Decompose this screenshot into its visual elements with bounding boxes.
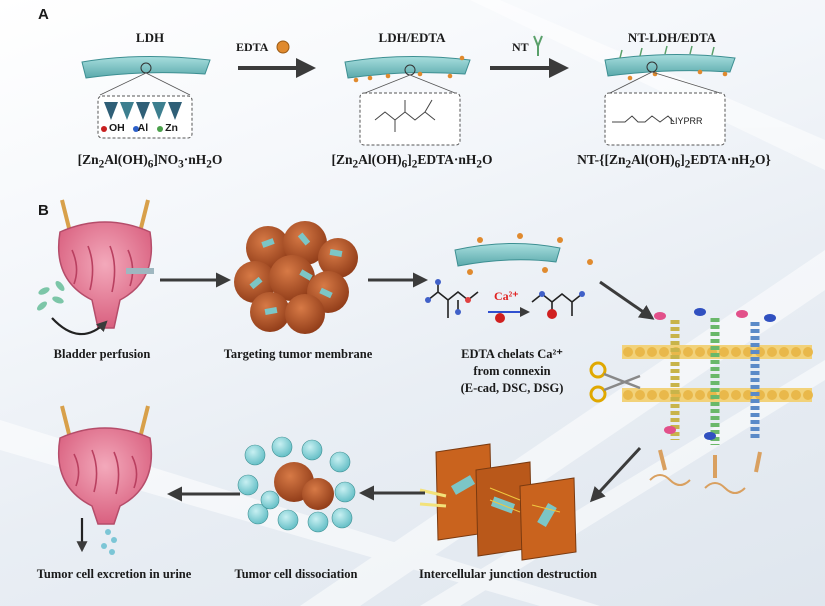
- legend-oh: OH: [109, 122, 125, 134]
- legend-zn: Zn: [165, 122, 178, 134]
- caption-junction-destruction: Intercellular junction destruction: [418, 567, 598, 581]
- caption-edta-chelates: EDTA chelats Ca²⁺ from connexin (E-cad, …: [460, 347, 564, 395]
- peptide-label: LIYPRR: [670, 116, 703, 126]
- panel-a-label: A: [38, 6, 49, 23]
- edta-structure-box: [359, 92, 461, 146]
- edta-molecule-icon: [276, 40, 290, 54]
- formula-ldh-edta: [Zn2Al(OH)6]2EDTA·nH2O: [331, 152, 493, 171]
- ldh-legend: OH Al Zn: [103, 122, 178, 134]
- edta-chelation-illustration: [425, 233, 593, 323]
- ca-ion-label: Ca²⁺: [494, 289, 519, 303]
- stage-ldh-title: LDH: [135, 30, 165, 45]
- tumor-cluster-illustration: [234, 221, 358, 334]
- tumor-dissociation-illustration: [237, 436, 356, 533]
- caption-targeting-tumor-membrane: Targeting tumor membrane: [223, 347, 373, 361]
- bladder-excretion-illustration: [57, 405, 153, 555]
- ldh-crystal-structure: [97, 95, 193, 139]
- arrow-b3: [599, 280, 655, 320]
- legend-al: Al: [137, 122, 149, 134]
- caption-tumor-dissociation: Tumor cell dissociation: [234, 567, 358, 581]
- formula-nt-ldh-edta: NT-{[Zn2Al(OH)6]2EDTA·nH2O}: [577, 152, 771, 171]
- cell-membrane-illustration: [589, 308, 813, 494]
- caption-bladder-perfusion: Bladder perfusion: [53, 347, 151, 361]
- stage-ldh-edta-title: LDH/EDTA: [378, 30, 446, 45]
- caption-tumor-excretion: Tumor cell excretion in urine: [36, 567, 192, 581]
- stage-nt-ldh-edta-title: NT-LDH/EDTA: [627, 30, 717, 45]
- junction-destruction-illustration: [419, 443, 577, 561]
- scissors-icon: [589, 361, 641, 403]
- nt-ldh-edta-sheet: [604, 45, 736, 146]
- ldh-sheet: [81, 55, 211, 96]
- formula-ldh: [Zn2Al(OH)6]NO3·nH2O: [77, 152, 223, 171]
- arrow-b4: [589, 446, 642, 503]
- ldh-edta-sheet: [344, 55, 471, 146]
- panel-b-label: B: [38, 202, 49, 219]
- bladder-perfusion-illustration: [37, 199, 154, 336]
- reagent-edta-label: EDTA: [236, 40, 269, 54]
- nt-peptide-icon: [533, 35, 543, 56]
- silane-linker-box: [604, 92, 726, 146]
- reagent-nt-label: NT: [512, 40, 529, 54]
